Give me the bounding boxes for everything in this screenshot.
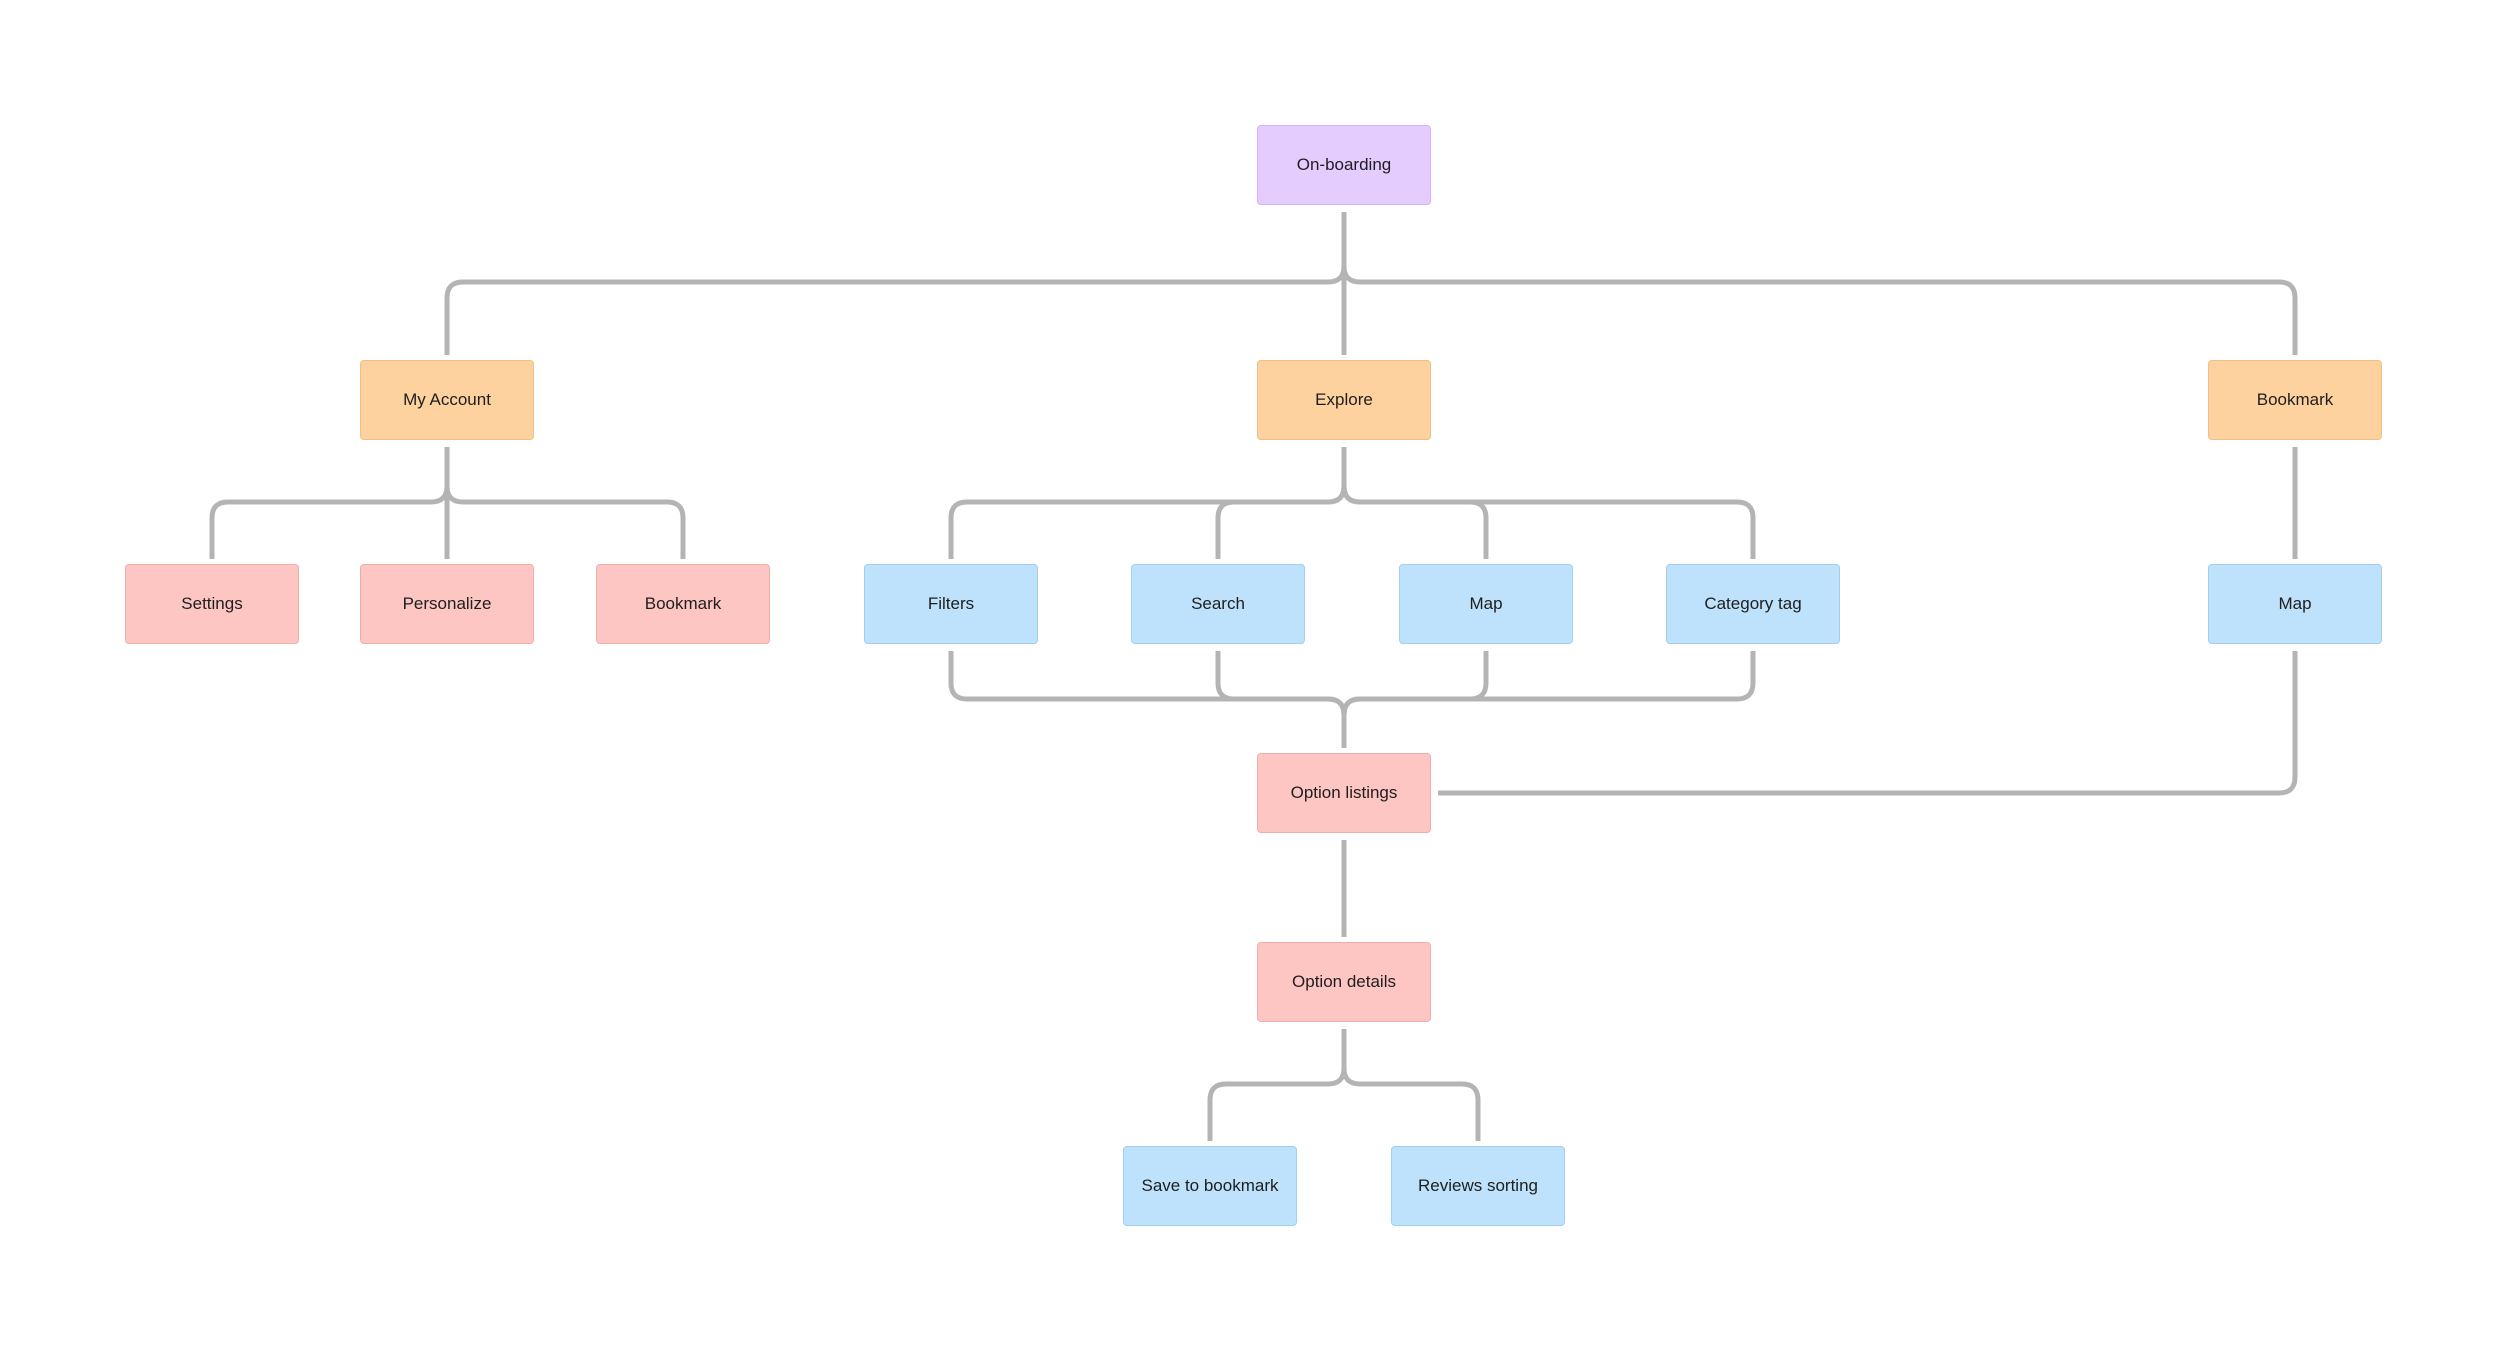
node-option-listings[interactable]: Option listings (1257, 753, 1431, 833)
connector-onboarding-bookmark (1341, 212, 2298, 355)
node-option-details[interactable]: Option details (1257, 942, 1431, 1022)
node-search[interactable]: Search (1131, 564, 1305, 644)
node-label: Reviews sorting (1418, 1176, 1538, 1195)
node-label: Map (1469, 594, 1503, 613)
node-label: Bookmark (2256, 390, 2334, 409)
connector-my-account-bookmark (444, 447, 686, 559)
connector-explore-category (1341, 447, 1756, 559)
node-label: Filters (927, 594, 975, 613)
node-label: Option listings (1290, 783, 1398, 802)
node-label: Save to bookmark (1141, 1176, 1279, 1195)
node-label: Map (2278, 594, 2312, 613)
connector-details-save (1207, 1029, 1347, 1141)
connector-explore-search (1215, 447, 1347, 559)
node-label: Search (1191, 594, 1245, 613)
node-explore[interactable]: Explore (1257, 360, 1431, 440)
connector-details-reviews (1341, 1029, 1481, 1141)
node-map-explore[interactable]: Map (1399, 564, 1573, 644)
connector-search-listings (1215, 651, 1347, 748)
node-bookmark-section[interactable]: Bookmark (2208, 360, 2382, 440)
node-label: Personalize (402, 594, 492, 613)
node-personalize[interactable]: Personalize (360, 564, 534, 644)
node-label: Option details (1292, 972, 1396, 991)
connector-my-account-settings (209, 447, 450, 559)
node-onboarding[interactable]: On-boarding (1257, 125, 1431, 205)
node-account-bookmark[interactable]: Bookmark (596, 564, 770, 644)
connector-bookmark-map-listings (1438, 651, 2298, 796)
node-label: Category tag (1704, 594, 1802, 613)
node-settings[interactable]: Settings (125, 564, 299, 644)
node-label: On-boarding (1296, 155, 1392, 174)
node-save-to-bookmark[interactable]: Save to bookmark (1123, 1146, 1297, 1226)
node-label: Explore (1315, 390, 1373, 409)
node-map-bookmark[interactable]: Map (2208, 564, 2382, 644)
connector-onboarding-my-account (444, 212, 1347, 355)
node-reviews-sorting[interactable]: Reviews sorting (1391, 1146, 1565, 1226)
node-filters[interactable]: Filters (864, 564, 1038, 644)
node-category-tag[interactable]: Category tag (1666, 564, 1840, 644)
connector-category-listings (1341, 651, 1756, 748)
node-label: Settings (181, 594, 243, 613)
node-label: My Account (403, 390, 491, 409)
node-my-account[interactable]: My Account (360, 360, 534, 440)
node-label: Bookmark (644, 594, 722, 613)
